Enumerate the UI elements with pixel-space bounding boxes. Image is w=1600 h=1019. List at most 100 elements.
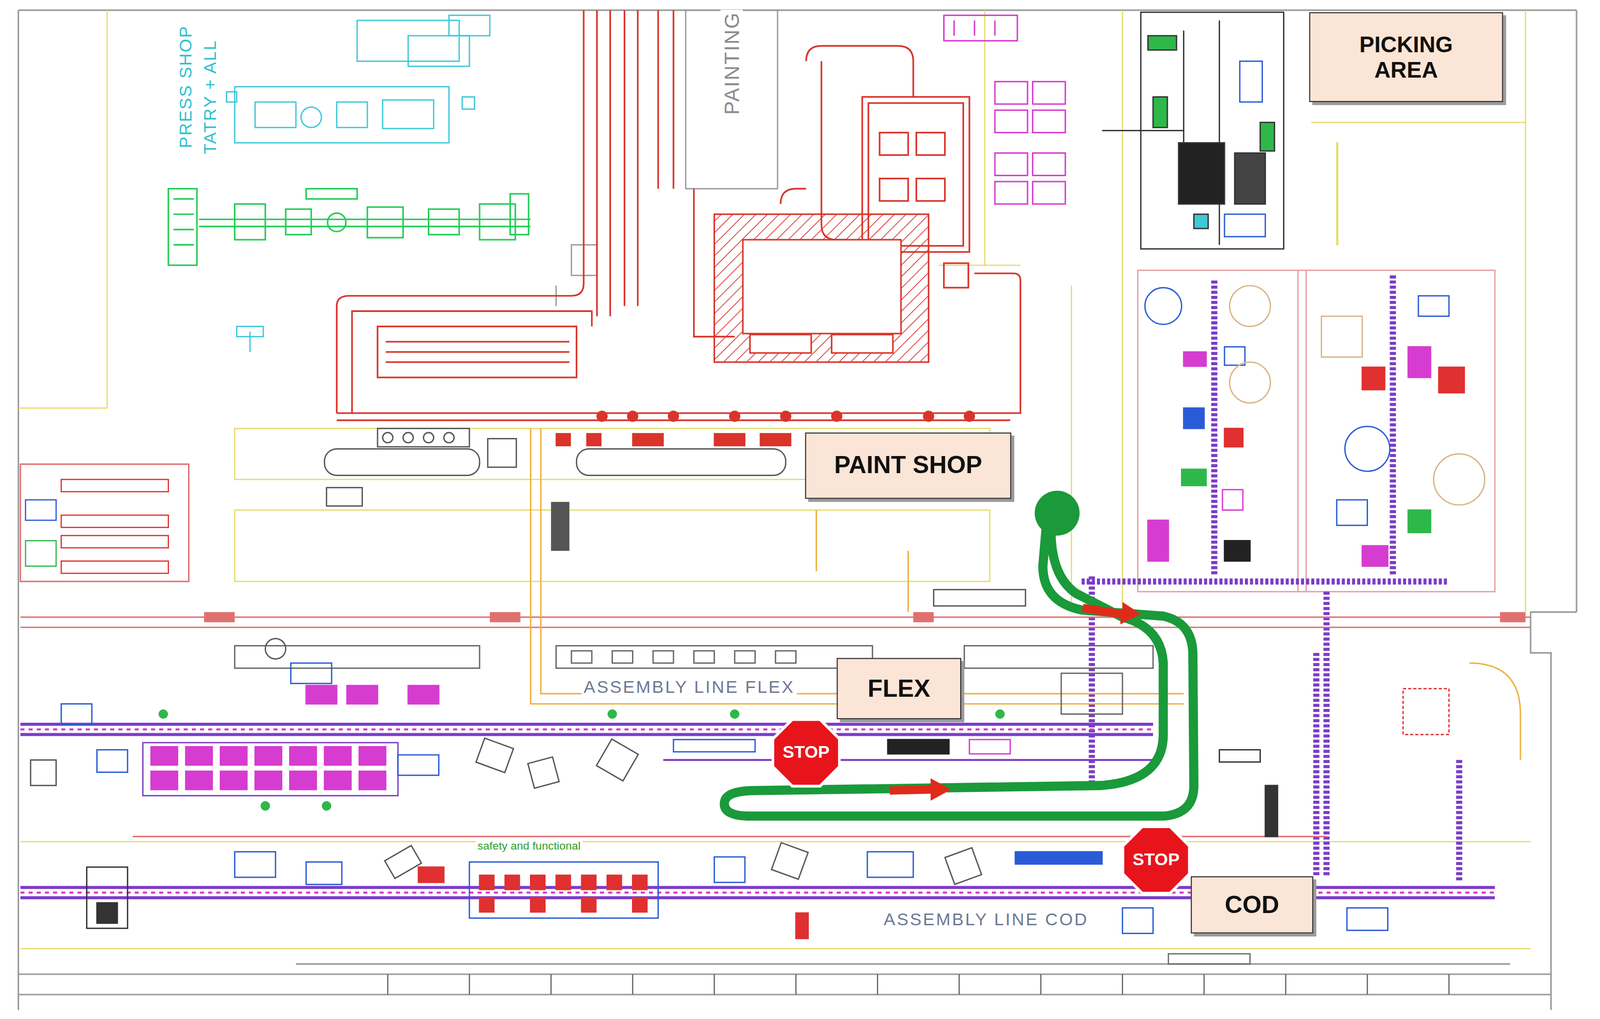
flex-pallet-line	[556, 646, 873, 669]
paint-shop-rollers	[668, 411, 679, 422]
paint-conveyors	[385, 340, 570, 343]
picking-machinery	[1260, 122, 1275, 151]
press-line	[306, 189, 358, 200]
red-boundary	[20, 626, 1531, 629]
workstations	[1224, 346, 1245, 366]
bottom-wall-bays	[958, 974, 961, 995]
press-line	[198, 225, 531, 228]
cod-stations	[1122, 907, 1154, 934]
picking-machinery	[1178, 143, 1225, 205]
workstations	[1144, 287, 1182, 325]
cod-stations	[479, 898, 494, 913]
paint-shop-line	[324, 428, 1026, 607]
flex-pallet-line	[612, 651, 633, 664]
paint-shop-line	[326, 487, 363, 507]
workstations	[1229, 285, 1271, 327]
flex-stations	[289, 746, 316, 766]
flex-stations	[261, 801, 270, 811]
boundary-marks	[204, 612, 235, 623]
area-name: PRESS SHOP	[177, 22, 197, 150]
supply-lines	[1469, 663, 1521, 760]
paint-conveyors	[636, 10, 639, 307]
flex-stations	[159, 710, 168, 719]
workstations	[1183, 352, 1207, 367]
stop-text: STOP	[1132, 850, 1180, 871]
stop-sign: STOP	[771, 718, 841, 788]
paint-booth	[714, 214, 929, 363]
press-line	[510, 193, 529, 235]
workstations	[1433, 454, 1485, 506]
yellow-corridors	[20, 948, 1531, 950]
paint-conveyors	[672, 10, 674, 190]
flex-stations	[143, 742, 399, 797]
storage-racks	[1032, 81, 1066, 105]
paint-shop-line	[443, 432, 455, 443]
left-racks	[61, 515, 169, 528]
press-shop	[336, 102, 368, 128]
bottom-wall-bays	[387, 953, 1450, 995]
cod-stations	[867, 852, 914, 878]
line-name: ASSEMBLY LINE COD	[881, 911, 1091, 931]
supply-lines	[540, 428, 1184, 694]
yellow-corridors	[106, 10, 108, 409]
cod-stations	[581, 875, 596, 890]
yellow-corridors	[1311, 121, 1526, 124]
flex-assembly-line	[20, 728, 1154, 731]
building-walls	[17, 10, 20, 1011]
bottom-wall-bays	[631, 974, 634, 995]
press-line	[173, 229, 194, 231]
paint-booth	[714, 214, 929, 363]
workstations	[1362, 367, 1385, 390]
paint-conveyors	[385, 351, 570, 353]
flex-stations	[324, 746, 351, 766]
workstations	[1224, 428, 1243, 447]
paint-conveyors	[916, 132, 946, 156]
flex-assembly-line	[20, 733, 1154, 737]
paint-shop-rollers	[729, 411, 740, 422]
paint-shop-rollers	[627, 411, 638, 422]
press-shop	[254, 102, 296, 128]
paint-conveyors	[336, 10, 1021, 421]
stop-text: STOP	[782, 742, 830, 763]
flex-pallet-line	[234, 646, 1154, 715]
picking-machinery	[1218, 20, 1221, 246]
cod-stations	[86, 867, 128, 929]
paint-conveyors	[879, 178, 909, 202]
flex-stations	[306, 685, 337, 705]
paint-conveyors	[657, 10, 659, 190]
paint-conveyors	[623, 10, 626, 307]
sub-assembly-area	[1137, 270, 1495, 592]
building-name: PAINTING	[720, 9, 743, 117]
bottom-wall-bays	[1203, 974, 1205, 995]
paint-conveyors	[780, 189, 806, 205]
cod-stations	[469, 862, 659, 919]
stop-octagon	[772, 719, 840, 787]
flex-stations	[527, 757, 560, 789]
yellow-corridors	[1524, 10, 1527, 613]
cod-stations	[418, 867, 444, 883]
cod-stations	[581, 898, 596, 913]
cod-stations	[1015, 852, 1103, 865]
workstations	[1144, 285, 1485, 567]
paint-shop-line	[933, 589, 1026, 607]
paint-shop-line	[324, 448, 480, 476]
flex-stations	[61, 704, 92, 725]
press-shop	[234, 86, 450, 144]
cod-stations	[632, 898, 647, 913]
boundary-marks	[204, 612, 1526, 623]
cod-stations	[384, 845, 422, 880]
paint-shop-line	[423, 432, 434, 443]
flex-stations	[969, 739, 1011, 755]
cod-stations	[714, 857, 745, 883]
storage-racks	[994, 81, 1028, 105]
flex-stations	[30, 760, 57, 786]
area-label: PICKING AREA	[1309, 12, 1504, 103]
workstations	[1224, 540, 1250, 562]
press-shop	[462, 96, 475, 109]
building-walls	[295, 963, 1511, 966]
flex-stations	[254, 746, 282, 766]
storage-racks	[973, 20, 976, 36]
yellow-corridors	[1121, 10, 1124, 613]
